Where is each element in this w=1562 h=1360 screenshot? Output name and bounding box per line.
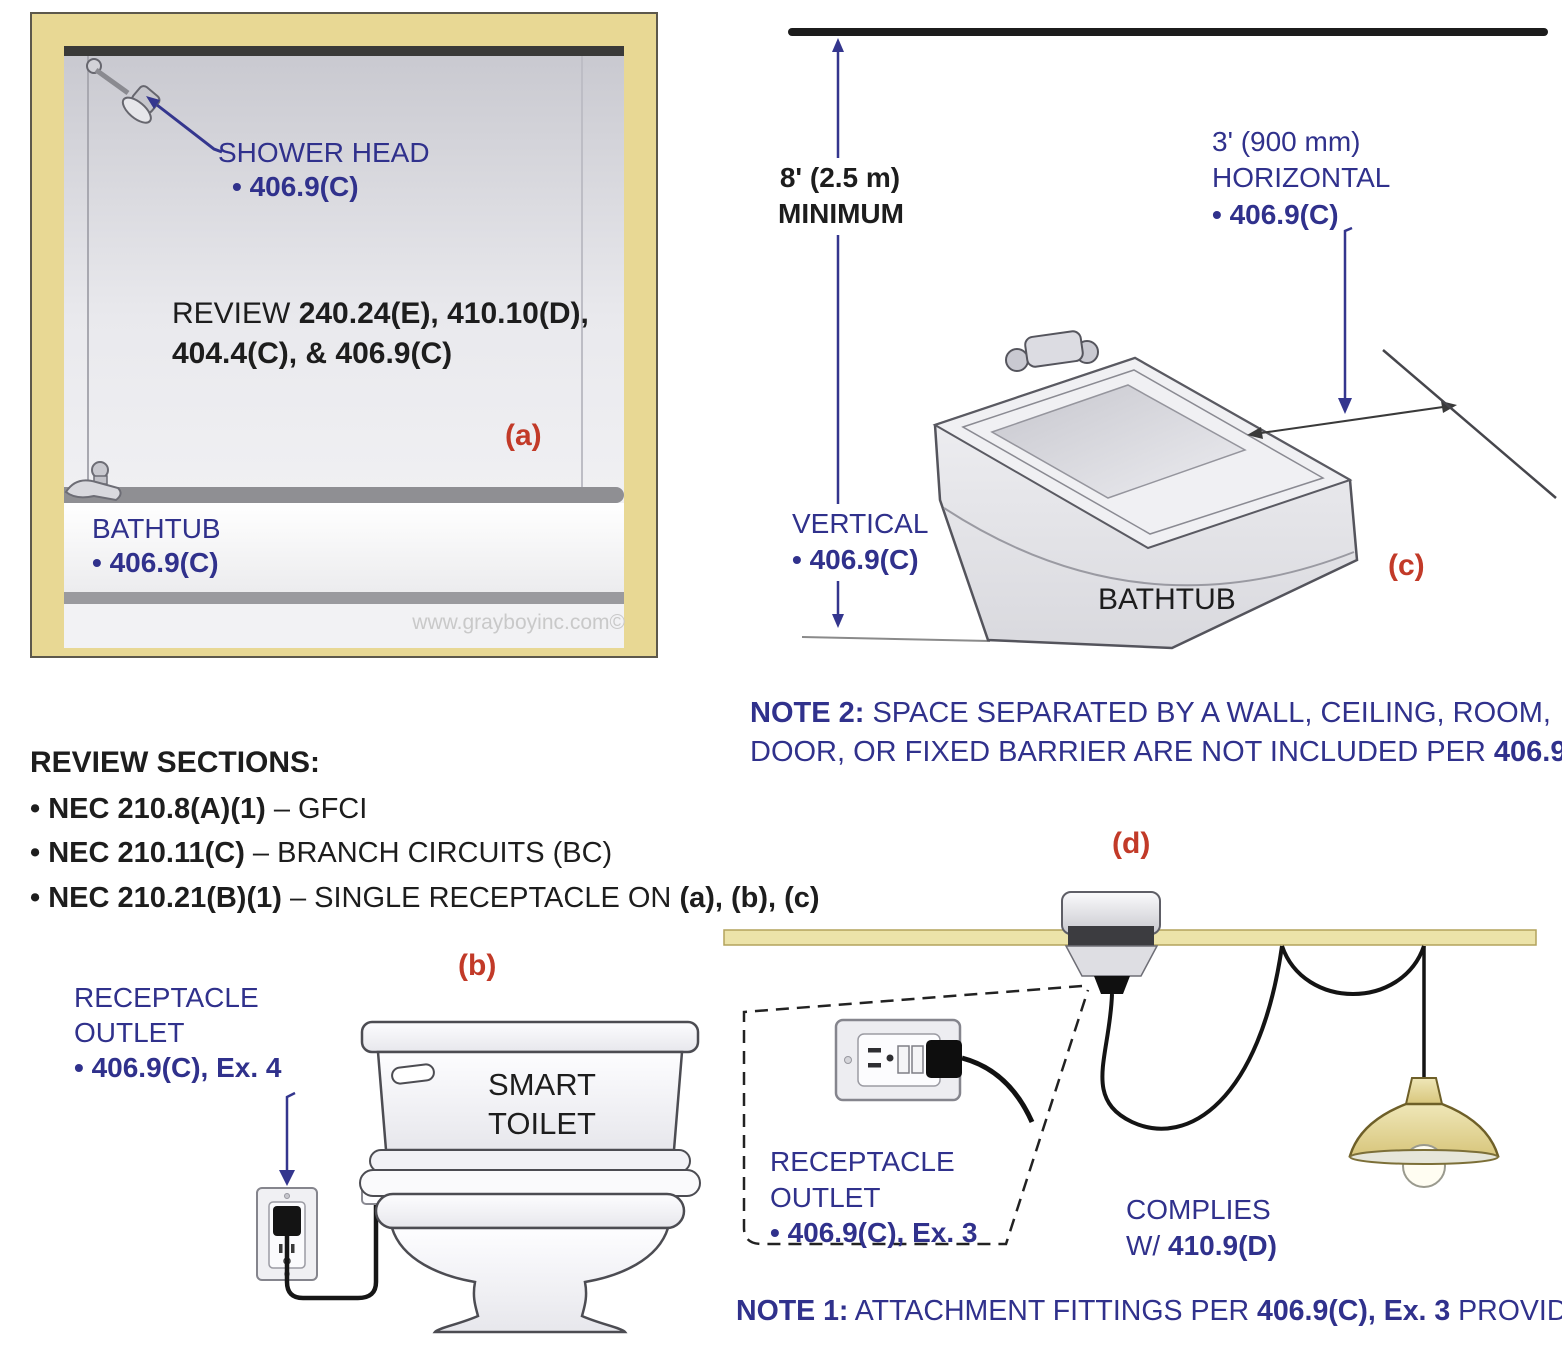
- note-2-line2: DOOR, OR FIXED BARRIER ARE NOT INCLUDED …: [750, 735, 1494, 768]
- review-sections-heading: REVIEW SECTIONS:: [30, 746, 321, 779]
- diagram-c-graphics: [788, 28, 1557, 650]
- horizontal-word: HORIZONTAL: [1212, 162, 1391, 194]
- outlet-word: OUTLET: [74, 1017, 185, 1048]
- review-section-item: • NEC 210.11(C) – BRANCH CIRCUITS (BC): [30, 831, 820, 876]
- tub-base-panel: [64, 604, 624, 648]
- figure-label-b: (b): [458, 949, 497, 982]
- note-2-prefix: NOTE 2:: [750, 697, 865, 729]
- review-section-item: • NEC 210.21(B)(1) – SINGLE RECEPTACLE O…: [30, 876, 820, 921]
- note-2: NOTE 2: SPACE SEPARATED BY A WALL, CEILI…: [750, 694, 1562, 772]
- plug-icon: [926, 1040, 962, 1078]
- tub-lower-band: [64, 592, 624, 604]
- smart-toilet-label: SMART TOILET: [452, 1066, 632, 1144]
- outlet-cord: [961, 1055, 1035, 1124]
- horizontal-ref: • 406.9(C): [1212, 198, 1339, 230]
- shower-head-icon: [86, 58, 161, 124]
- item-code: • NEC 210.8(A)(1): [30, 792, 266, 825]
- review-sections: REVIEW SECTIONS: • NEC 210.8(A)(1) – GFC…: [30, 740, 820, 921]
- note-1-ref: 406.9(C), Ex. 3: [1256, 1295, 1451, 1327]
- bathtub-ref: • 406.9(C): [92, 546, 219, 578]
- item-suffix: (a), (b), (c): [679, 882, 820, 915]
- complies-prefix: W/: [1126, 1229, 1168, 1261]
- outlet-word: OUTLET: [770, 1181, 881, 1213]
- bathtub-title: BATHTUB: [92, 513, 221, 544]
- min-height-value: 8' (2.5 m): [779, 162, 901, 193]
- ceiling-line: [788, 28, 1548, 36]
- review-word: REVIEW: [172, 297, 299, 330]
- horizontal-ref-drop-arrow: [1338, 226, 1353, 414]
- min-height-word: MINIMUM: [778, 198, 904, 230]
- note-2-line1: SPACE SEPARATED BY A WALL, CEILING, ROOM…: [864, 697, 1551, 729]
- complies-label: COMPLIES W/ 410.9(D): [1126, 1192, 1277, 1263]
- horizontal-label: 3' (900 mm) HORIZONTAL • 406.9(C): [1212, 124, 1390, 233]
- note-1-body: ATTACHMENT FITTINGS PER: [848, 1295, 1257, 1327]
- figure-label-d: (d): [1112, 827, 1151, 860]
- receptacle-ref: • 406.9(C), Ex. 3: [770, 1217, 978, 1249]
- wall-corner-line-left: [87, 56, 89, 487]
- shower-head-pointer-arrow: [146, 96, 223, 154]
- shower-enclosure-frame: [30, 12, 658, 658]
- smart-word: SMART: [488, 1067, 596, 1102]
- vertical-word: VERTICAL: [792, 508, 929, 539]
- receptacle-outlet-icon: [834, 1018, 962, 1102]
- receptacle-ref: • 406.9(C), Ex. 4: [74, 1052, 282, 1083]
- power-cord: [284, 1204, 379, 1301]
- shower-head-label: SHOWER HEAD • 406.9(C): [218, 136, 430, 203]
- receptacle-label-d: RECEPTACLE OUTLET • 406.9(C), Ex. 3: [770, 1144, 977, 1251]
- wall-corner-line-right: [581, 56, 583, 487]
- item-desc: – BRANCH CIRCUITS (BC): [244, 837, 613, 870]
- cord-connector-icon: [1094, 976, 1130, 994]
- ceiling-board: [723, 929, 1537, 946]
- item-code: • NEC 210.21(B)(1): [30, 882, 282, 915]
- outlet-pointer-arrow: [279, 1091, 296, 1186]
- note-2-ref: 406.9(C): [1493, 735, 1562, 768]
- tub-rim-band: [64, 487, 624, 503]
- watermark: www.grayboyinc.com©: [412, 611, 625, 634]
- note-1: NOTE 1: ATTACHMENT FITTINGS PER 406.9(C)…: [736, 1294, 1562, 1328]
- item-desc: – GFCI: [265, 792, 368, 825]
- toilet-word: TOILET: [488, 1105, 596, 1141]
- complies-word: COMPLIES: [1126, 1194, 1271, 1225]
- floor-line: [801, 636, 991, 642]
- review-section-item: • NEC 210.8(A)(1) – GFCI: [30, 787, 820, 832]
- canopy-icon: [1064, 945, 1159, 977]
- item-desc: – SINGLE RECEPTACLE ON: [281, 882, 680, 915]
- figure-label-a: (a): [505, 419, 542, 452]
- junction-box-icon: [1061, 891, 1161, 994]
- figure-label-c: (c): [1388, 549, 1425, 582]
- receptacle-label-b: RECEPTACLE OUTLET • 406.9(C), Ex. 4: [74, 980, 281, 1085]
- item-code: • NEC 210.11(C): [30, 837, 245, 870]
- bulb-icon: [1402, 1144, 1446, 1188]
- shower-head-ref: • 406.9(C): [232, 170, 359, 202]
- tub-faucet-icon: [1005, 330, 1099, 372]
- shower-head-title: SHOWER HEAD: [218, 137, 430, 168]
- review-refs-2: 404.4(C), & 406.9(C): [172, 336, 453, 370]
- cord-attachment-box: [361, 1175, 393, 1205]
- wall-plane-line: [1382, 349, 1557, 499]
- review-refs-1: 240.24(E), 410.10(D),: [298, 297, 589, 330]
- note-1-suffix: PROVIDED.: [1458, 1295, 1562, 1327]
- vertical-ref: • 406.9(C): [792, 544, 919, 576]
- min-height-label: 8' (2.5 m) MINIMUM: [778, 158, 904, 235]
- horizontal-arrow: [1247, 401, 1457, 439]
- review-note: REVIEW 240.24(E), 410.10(D), 404.4(C), &…: [172, 294, 589, 374]
- receptacle-outlet-icon: [256, 1187, 318, 1281]
- shower-rod-bar: [64, 46, 624, 56]
- bathtub-label-a: BATHTUB • 406.9(C): [92, 512, 221, 579]
- vertical-label: VERTICAL • 406.9(C): [788, 504, 933, 581]
- pendant-cord: [1100, 945, 1426, 1131]
- receptacle-word: RECEPTACLE: [770, 1146, 955, 1177]
- note-1-prefix: NOTE 1:: [736, 1295, 849, 1327]
- tub-front-panel: [64, 503, 624, 592]
- pendant-light-icon: [1348, 1077, 1500, 1188]
- receptacle-word: RECEPTACLE: [74, 982, 259, 1013]
- plug-icon: [273, 1206, 301, 1236]
- bathtub-label-c: BATHTUB: [1098, 583, 1236, 616]
- horizontal-value: 3' (900 mm): [1212, 126, 1361, 157]
- complies-ref: 410.9(D): [1168, 1229, 1277, 1261]
